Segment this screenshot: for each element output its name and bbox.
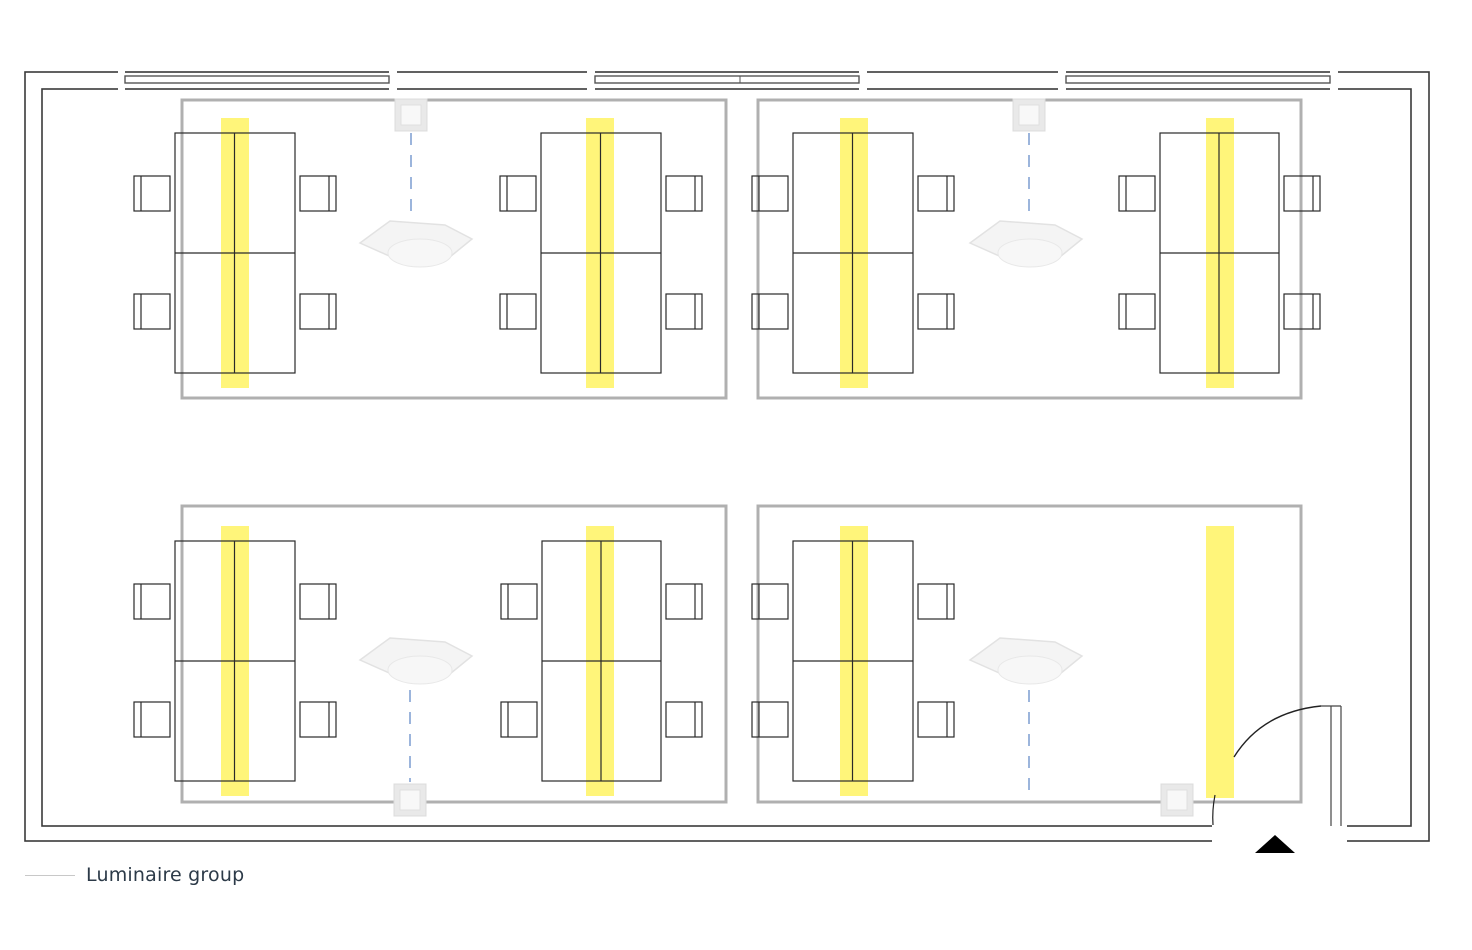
luminaire-group-line-icon [25,874,75,876]
chair-icon [499,293,537,330]
door-swing-arc [1233,705,1322,758]
chair-icon [299,175,337,212]
chair-icon [500,583,538,620]
chair-icon [133,701,171,738]
luminaire-groups [180,98,1303,804]
ceiling-luminaire-icon [968,220,1084,268]
ceiling-luminaire-icon [358,220,474,268]
walls [24,70,1430,843]
chair-icon [751,583,789,620]
wall-gap [118,70,125,91]
entrance-door [1212,705,1342,853]
chair-icon [1283,175,1321,212]
chair-icon [1283,293,1321,330]
chair-icon [917,701,955,738]
chair-icon [299,701,337,738]
chair-icon [500,701,538,738]
chair-icon [751,175,789,212]
presence-sensor-icon [1012,98,1046,132]
chair-icon [1118,293,1156,330]
door-opening [1212,824,1347,843]
wall-gap [587,70,595,91]
presence-sensor-icon [394,98,428,132]
desk-cluster [1118,132,1321,374]
chair-icon [665,583,703,620]
desk-cluster [751,540,955,782]
chair-icon [133,175,171,212]
window [594,75,860,84]
inner-wall [41,88,1412,827]
desk-cluster [499,132,703,374]
window [124,75,390,84]
chair-icon [1118,175,1156,212]
presence-sensor-icon [393,783,427,817]
chair-icon [665,293,703,330]
presence-sensor-icon [1160,783,1194,817]
chair-icon [299,293,337,330]
outer-wall [24,71,1430,842]
chair-icon [751,293,789,330]
chair-icon [299,583,337,620]
door-swing-arc [1212,794,1216,826]
wall-gap [1058,70,1066,91]
windows [124,75,1331,84]
chair-icon [751,701,789,738]
ceiling-luminaire-icon [358,637,474,685]
chair-icon [499,175,537,212]
desk-clusters [133,132,1321,782]
entrance-arrow-icon [1255,835,1295,853]
legend-label-luminaire-group: Luminaire group [86,864,245,886]
chair-icon [917,293,955,330]
luminaire-group-outline [180,504,728,804]
desk-cluster [133,132,337,374]
legend: Luminaire group [25,864,244,886]
chair-icon [917,175,955,212]
desk-cluster [500,540,703,782]
sensors [393,98,1194,817]
desk-cluster [133,540,337,782]
desk-cluster [751,132,955,374]
window [1065,75,1331,84]
chair-icon [665,701,703,738]
wall-gap [389,70,397,91]
chair-icon [133,583,171,620]
wall-gap [1330,70,1338,91]
ceiling-luminaire-icon [968,637,1084,685]
wall-gap [859,70,867,91]
chair-icon [665,175,703,212]
luminaire-group-outline [180,98,728,400]
luminaire-strip [1206,526,1234,798]
chair-icon [917,583,955,620]
chair-icon [133,293,171,330]
luminaire-group-outline [756,504,1303,804]
